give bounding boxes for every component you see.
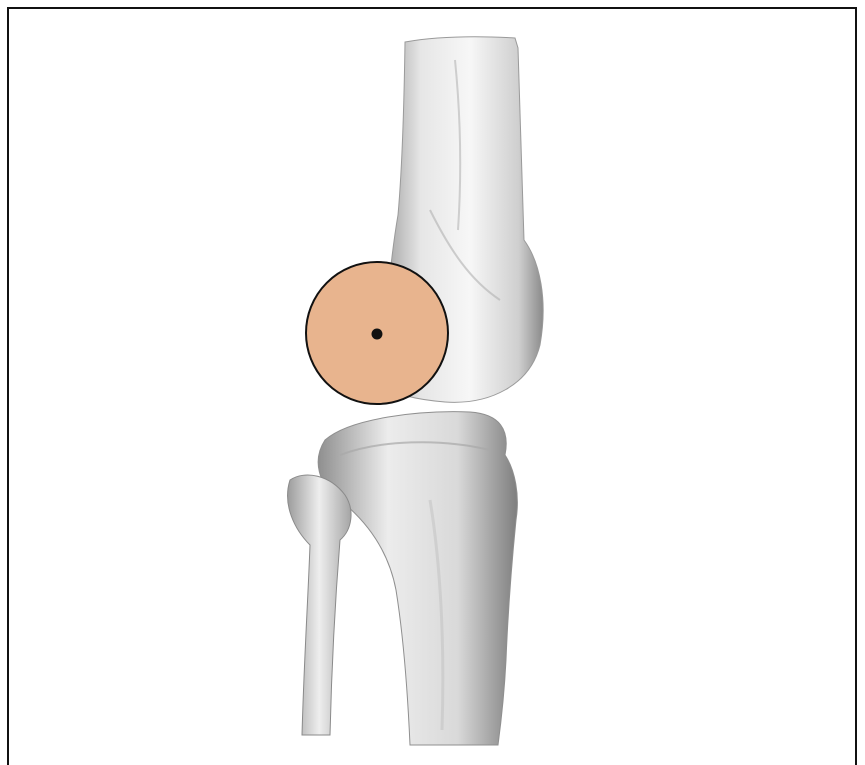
circle-center-dot [372, 329, 383, 340]
tibia-bone [318, 412, 517, 745]
fibula-bone [288, 475, 351, 735]
